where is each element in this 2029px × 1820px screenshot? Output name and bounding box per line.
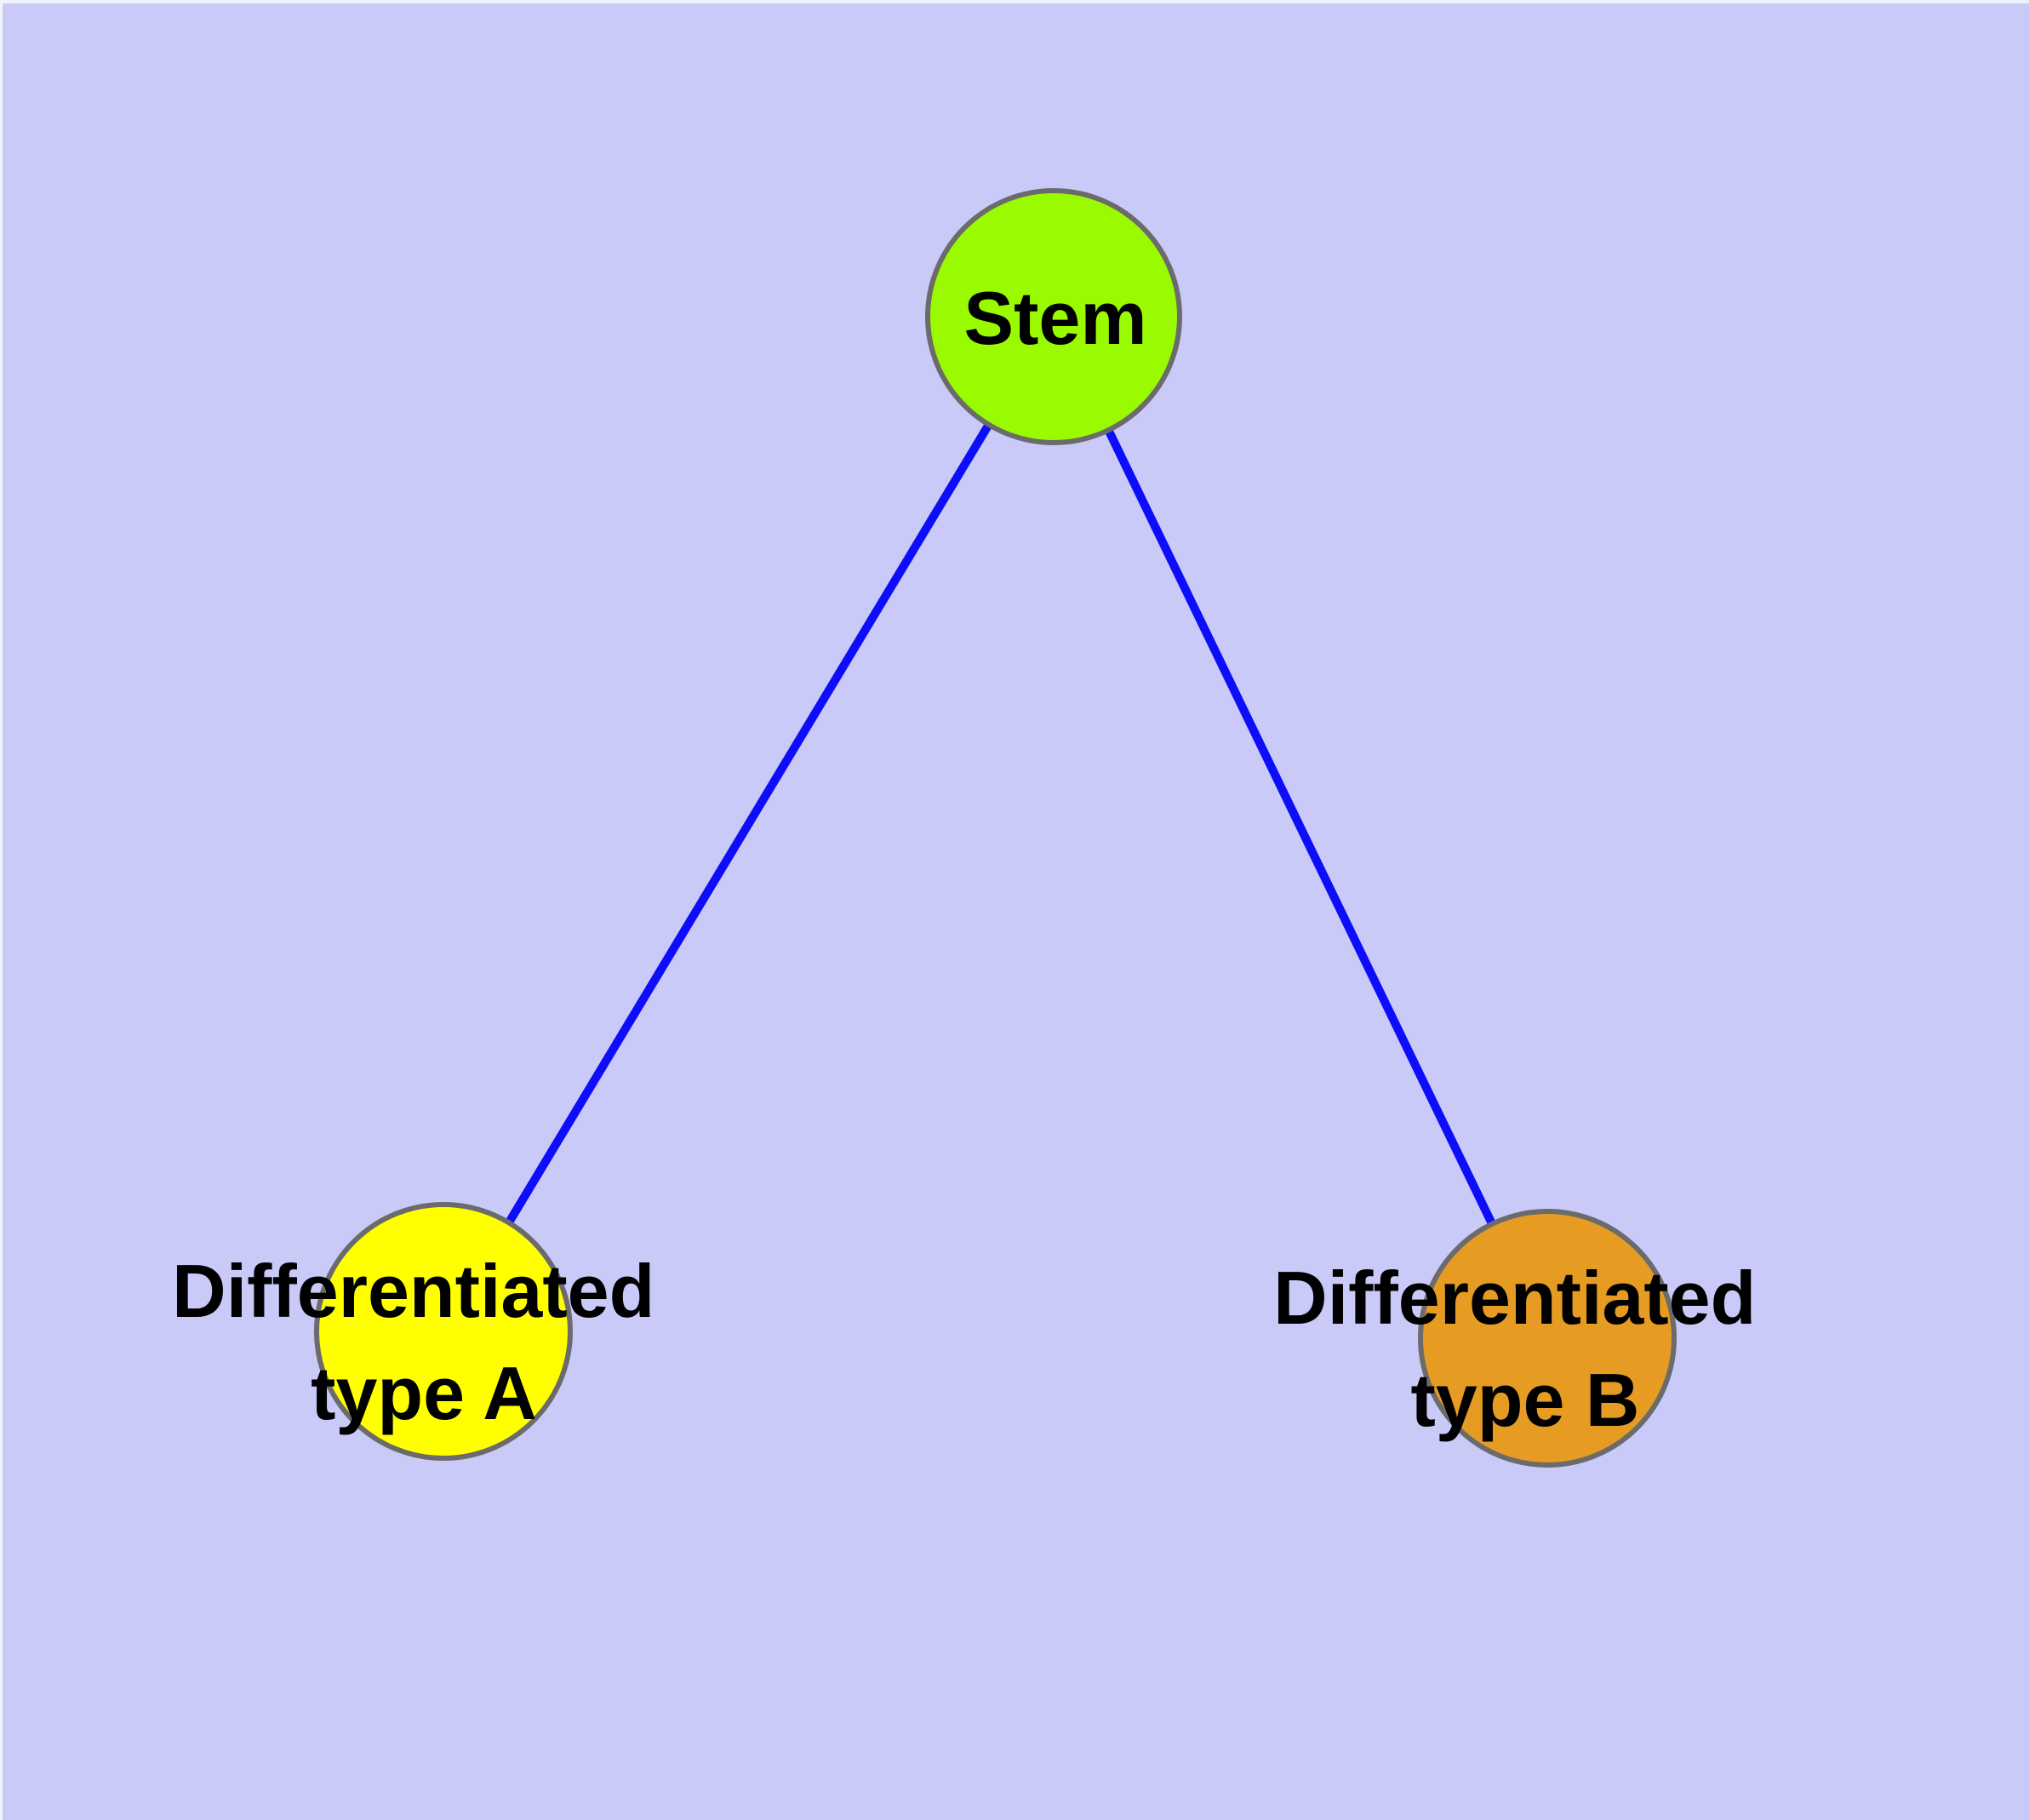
node-type-a-label-line1: Differentiated [172,1249,654,1333]
edge-stem-to-type-a [439,314,1058,1334]
node-differentiated-type-a [314,1202,573,1461]
node-differentiated-type-b [1418,1209,1677,1468]
node-type-b-label-line2: type B [1411,1358,1640,1442]
node-type-b-label: Differentiated type B [1273,1256,1777,1442]
node-type-a-label-line2: type A [311,1351,537,1435]
node-type-b-label-line1: Differentiated [1273,1256,1756,1340]
node-stem [925,188,1182,445]
node-stem-label: Stem [963,276,1146,360]
node-type-a-label: Differentiated type A [172,1249,676,1435]
edge-stem-to-type-b [1049,314,1552,1341]
